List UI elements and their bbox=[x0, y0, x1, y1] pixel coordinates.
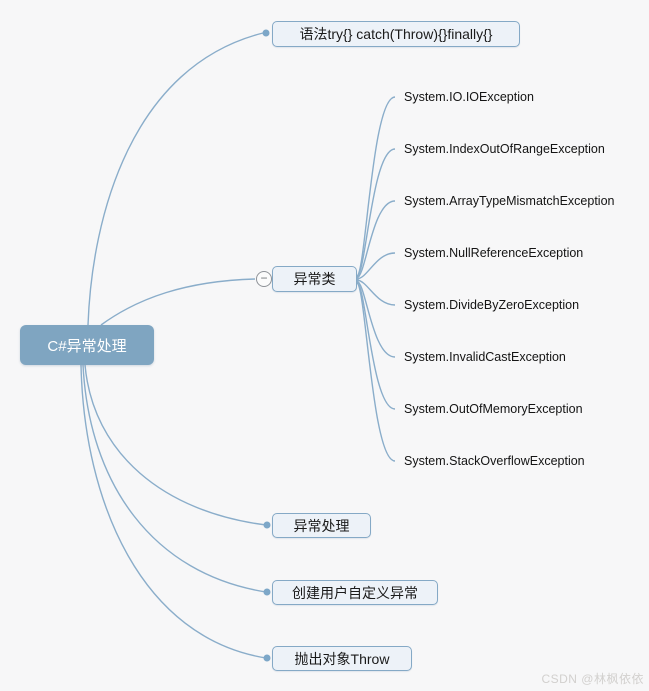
edge-exception-child-2 bbox=[356, 200, 396, 279]
node-syntax[interactable]: 语法try{} catch(Throw){}finally{} bbox=[272, 21, 520, 47]
edge-exception-child-5 bbox=[356, 280, 396, 358]
edge-exception-child-0 bbox=[356, 96, 396, 277]
minus-icon: − bbox=[260, 271, 268, 285]
node-exception-classes-label: 异常类 bbox=[293, 271, 336, 287]
node-throw-object[interactable]: 抛出对象Throw bbox=[272, 646, 412, 671]
node-exception-item[interactable]: System.InvalidCastException bbox=[404, 350, 566, 364]
node-exception-classes[interactable]: 异常类 bbox=[272, 266, 357, 292]
node-exception-item[interactable]: System.IO.IOException bbox=[404, 90, 534, 104]
node-exception-item[interactable]: System.ArrayTypeMismatchException bbox=[404, 194, 615, 208]
collapse-button[interactable]: − bbox=[256, 271, 272, 287]
root-label: C#异常处理 bbox=[47, 337, 127, 355]
edge-exception-child-1 bbox=[356, 148, 396, 278]
node-exception-item[interactable]: System.IndexOutOfRangeException bbox=[404, 142, 605, 156]
node-exception-handling[interactable]: 异常处理 bbox=[272, 513, 371, 538]
connection-dot bbox=[263, 654, 271, 662]
edge-root-custom-exception bbox=[82, 364, 267, 593]
node-root[interactable]: C#异常处理 bbox=[20, 325, 154, 365]
edge-exception-child-6 bbox=[356, 281, 396, 410]
node-exception-item[interactable]: System.StackOverflowException bbox=[404, 454, 585, 468]
node-custom-exception[interactable]: 创建用户自定义异常 bbox=[272, 580, 438, 605]
connection-dot bbox=[263, 588, 271, 596]
edge-exception-child-3 bbox=[356, 252, 396, 280]
node-custom-exception-label: 创建用户自定义异常 bbox=[292, 584, 418, 601]
connection-dot bbox=[263, 521, 271, 529]
node-exception-item[interactable]: System.DivideByZeroException bbox=[404, 298, 580, 312]
edge-root-exception-handling bbox=[84, 364, 267, 526]
node-throw-object-label: 抛出对象Throw bbox=[294, 650, 390, 667]
node-syntax-label: 语法try{} catch(Throw){}finally{} bbox=[299, 26, 493, 42]
edge-exception-child-7 bbox=[356, 282, 396, 462]
edge-root-syntax bbox=[87, 32, 264, 326]
connection-dot bbox=[262, 29, 270, 37]
edge-exception-child-4 bbox=[356, 279, 396, 306]
node-exception-item[interactable]: System.NullReferenceException bbox=[404, 246, 584, 260]
edge-root-throw-object bbox=[80, 364, 267, 659]
node-exception-handling-label: 异常处理 bbox=[293, 517, 350, 534]
node-exception-item[interactable]: System.OutOfMemoryException bbox=[404, 402, 583, 416]
watermark: CSDN @林枫依依 bbox=[541, 672, 644, 686]
edge-root-exception-classes bbox=[100, 278, 256, 326]
